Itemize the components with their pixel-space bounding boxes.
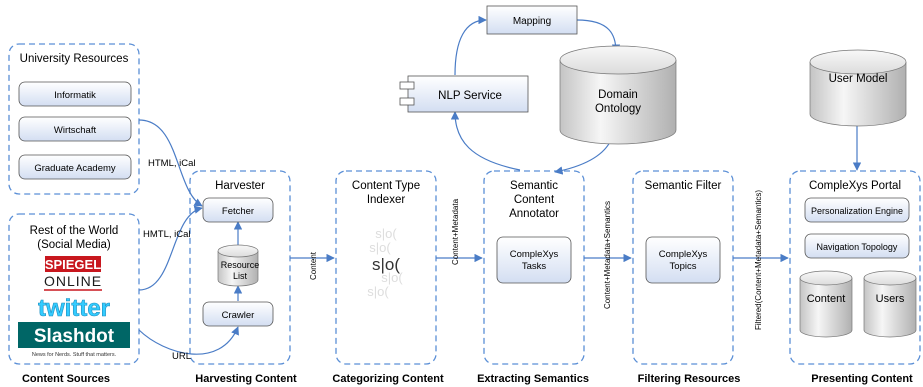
content-cylinder xyxy=(799,270,853,338)
user-model-label: User Model xyxy=(829,73,888,85)
complexys-topics-label-2: Topics xyxy=(670,261,697,272)
stage-caption: Harvesting Content xyxy=(195,373,297,385)
university-item-label: Graduate Academy xyxy=(34,163,116,174)
group-containers xyxy=(8,43,921,365)
resource-list-cylinder xyxy=(217,244,259,287)
twitter-logo: twitter xyxy=(38,295,110,322)
complexys-topics-box xyxy=(645,236,721,284)
edge-label-content-metadata-semantics: Content+Metadata+Semantics xyxy=(603,201,612,309)
stage-caption: Content Sources xyxy=(22,373,110,385)
stage-caption: Extracting Semantics xyxy=(477,373,589,385)
users-cylinder-label: Users xyxy=(876,293,905,305)
edge-annotator-to-nlp xyxy=(450,111,521,171)
edge-label-hmtl-ical: HMTL, iCal xyxy=(143,229,191,240)
resource-list-label-2: List xyxy=(233,271,248,281)
harvester-group xyxy=(189,170,291,365)
spiegel-logo-top: SPIEGEL xyxy=(45,257,101,272)
complexys-tasks-box xyxy=(496,236,572,284)
nlp-service-component xyxy=(399,75,529,113)
annotator-group xyxy=(483,170,585,365)
complexys-tasks-label-1: CompleXys xyxy=(510,249,559,260)
edge-label-content-metadata: Content+Metadata xyxy=(451,198,460,265)
domain-ontology-label-2: Ontology xyxy=(595,103,641,115)
crawler-box xyxy=(202,301,274,327)
fetcher-label: Fetcher xyxy=(222,206,254,217)
domain-ontology-cylinder xyxy=(559,45,677,145)
university-item-box xyxy=(18,154,132,180)
edge-ontology-to-annotator xyxy=(554,141,611,175)
domain-ontology-label-1: Domain xyxy=(598,89,638,101)
indexer-group xyxy=(335,170,437,365)
users-cylinder xyxy=(863,270,917,338)
filter-group xyxy=(632,170,734,365)
stage-caption: Presenting Content xyxy=(811,373,913,385)
edge-university-to-fetcher xyxy=(138,119,203,207)
university-resources-group xyxy=(8,43,140,195)
svg-text:s|o(: s|o( xyxy=(381,270,403,285)
edge-label-html-ical: HTML, iCal xyxy=(148,158,196,169)
content-cylinder-label: Content xyxy=(807,293,846,305)
crawler-label: Crawler xyxy=(222,310,255,321)
sioc-logo: s|o( xyxy=(372,255,400,274)
sioc-logo-watermark: s|o( s|o( s|o( s|o( xyxy=(367,226,403,299)
filter-title: Semantic Filter xyxy=(645,180,722,192)
annotator-title-line3: Annotator xyxy=(509,208,559,220)
harvester-title: Harvester xyxy=(215,180,265,192)
personalization-engine-box xyxy=(804,197,910,223)
svg-text:s|o(: s|o( xyxy=(369,240,391,255)
stage-caption: Filtering Resources xyxy=(638,373,741,385)
edge-label-url: URL xyxy=(172,351,191,362)
spiegel-logo: SPIEGEL ONLINE xyxy=(44,256,102,291)
navigation-topology-box xyxy=(804,233,910,259)
nlp-service-label: NLP Service xyxy=(438,90,502,102)
portal-title: CompleXys Portal xyxy=(809,180,901,192)
connectors xyxy=(138,15,862,355)
mapping-box xyxy=(486,5,578,35)
slashdot-logo: Slashdot News for Nerds. Stuff that matt… xyxy=(18,322,130,358)
personalization-engine-label: Personalization Engine xyxy=(811,206,903,216)
edge-label-filtered: Filtered(Content+Metadata+Semantics) xyxy=(754,190,763,330)
svg-text:s|o(: s|o( xyxy=(367,284,389,299)
svg-text:s|o(: s|o( xyxy=(375,226,397,241)
stage-caption: Categorizing Content xyxy=(332,373,444,385)
annotator-title-line1: Semantic xyxy=(510,180,558,192)
indexer-title-line1: Content Type xyxy=(352,180,420,192)
navigation-topology-label: Navigation Topology xyxy=(817,242,898,252)
slashdot-logo-text: Slashdot xyxy=(34,326,115,347)
complexys-topics-label-1: CompleXys xyxy=(659,249,708,260)
world-title-line1: Rest of the World xyxy=(30,225,119,237)
world-title-line2: (Social Media) xyxy=(37,239,111,251)
slashdot-tagline: News for Nerds. Stuff that matters. xyxy=(32,352,117,358)
university-item-box xyxy=(18,81,132,107)
resource-list-label-1: Resource xyxy=(221,260,260,270)
complexys-tasks-label-2: Tasks xyxy=(522,261,547,272)
edge-world-to-crawler xyxy=(138,326,239,355)
user-model-cylinder xyxy=(809,49,907,127)
university-title: University Resources xyxy=(20,53,129,65)
stage-captions: Content Sources Harvesting Content Categor… xyxy=(22,373,913,385)
edge-nlp-to-mapping xyxy=(454,15,487,76)
university-item-label: Informatik xyxy=(54,90,96,101)
annotator-title-line2: Content xyxy=(514,194,555,206)
portal-group xyxy=(789,170,921,365)
edge-world-to-fetcher xyxy=(138,205,203,291)
university-item-label: Wirtschaft xyxy=(54,125,97,136)
university-item-box xyxy=(18,116,132,142)
fetcher-box xyxy=(202,197,274,223)
rest-of-world-group xyxy=(8,213,140,365)
edge-label-content: Content xyxy=(309,251,318,280)
spiegel-logo-bottom: ONLINE xyxy=(44,273,102,289)
indexer-title-line2: Indexer xyxy=(367,194,406,206)
mapping-label: Mapping xyxy=(513,16,551,27)
